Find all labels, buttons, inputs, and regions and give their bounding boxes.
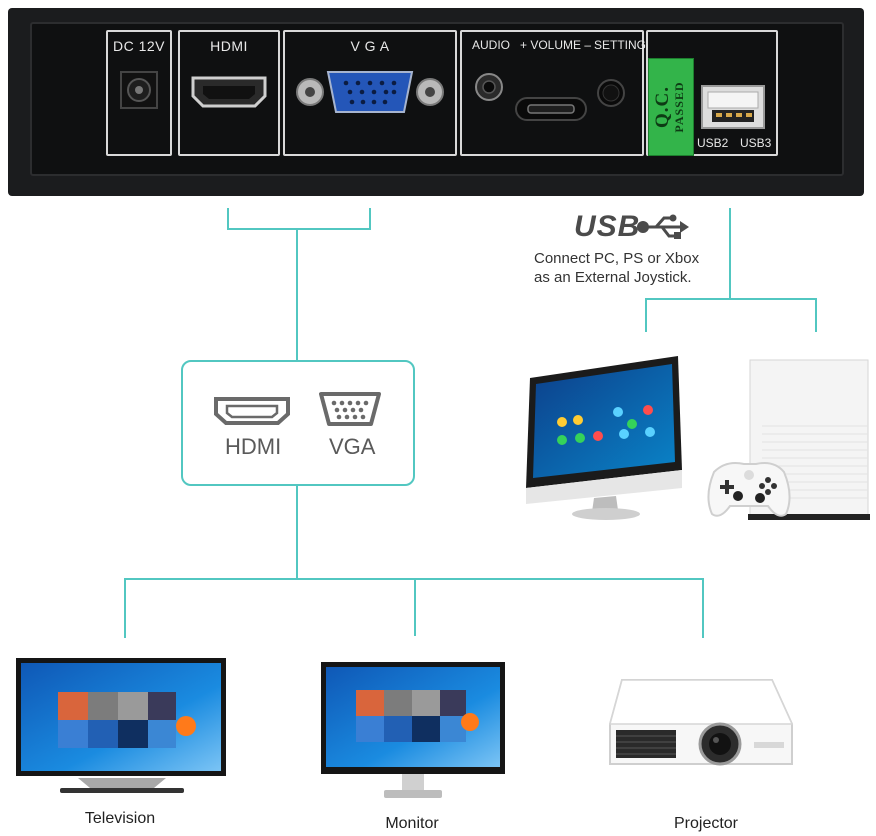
vga-socket-icon bbox=[296, 71, 444, 113]
pc-computer-image bbox=[526, 356, 682, 520]
hdmi-port-label: HDMI bbox=[210, 38, 248, 54]
connector-line bbox=[702, 578, 704, 638]
setting-label: SETTING bbox=[594, 38, 647, 52]
connector-line bbox=[815, 298, 817, 332]
dc-port-label: DC 12V bbox=[112, 38, 166, 54]
connector-line bbox=[645, 298, 647, 332]
vga-port-box: V G A bbox=[283, 30, 457, 156]
usb2-label: USB2 bbox=[697, 136, 729, 150]
vga-port-label: V G A bbox=[350, 38, 390, 54]
hdmi-socket-icon bbox=[191, 76, 267, 108]
audio-jack-icon bbox=[475, 73, 503, 101]
volume-rocker-icon[interactable] bbox=[514, 94, 588, 124]
usb-icon bbox=[637, 214, 689, 239]
qc-text: Q.C. bbox=[652, 86, 673, 128]
connector-line bbox=[124, 578, 126, 638]
usb-description: Connect PC, PS or Xbox as an External Jo… bbox=[534, 249, 734, 287]
usb-description-line2: as an External Joystick. bbox=[534, 269, 692, 286]
usb3-label: USB3 bbox=[740, 136, 772, 150]
connector-line bbox=[414, 578, 416, 636]
qc-passed-sticker: Q.C. PASSED bbox=[648, 58, 694, 156]
projector-image bbox=[609, 679, 794, 766]
dc-jack-icon bbox=[120, 71, 158, 109]
setting-button-icon[interactable] bbox=[596, 78, 626, 108]
hdmi-port-box: HDMI bbox=[178, 30, 280, 156]
connector-line bbox=[729, 208, 731, 300]
television-caption: Television bbox=[84, 810, 156, 827]
audio-label: AUDIO bbox=[472, 38, 511, 52]
connector-line bbox=[296, 482, 298, 579]
connector-line bbox=[227, 208, 229, 230]
passed-text: PASSED bbox=[672, 81, 686, 133]
video-port-card: HDMI VGA bbox=[181, 360, 415, 486]
connector-line bbox=[645, 298, 817, 300]
usb-title: USB bbox=[574, 210, 641, 243]
connector-line bbox=[227, 228, 371, 230]
hdmi-icon bbox=[214, 397, 290, 425]
connector-line bbox=[369, 208, 371, 230]
xbox-console-image bbox=[707, 359, 870, 520]
audio-controls-box: AUDIO + VOLUME – SETTING bbox=[460, 30, 647, 156]
volume-label: + VOLUME – bbox=[520, 38, 592, 52]
xbox-controller-image bbox=[707, 462, 791, 517]
monitor-image bbox=[321, 662, 505, 798]
vga-icon bbox=[319, 392, 381, 426]
television-image bbox=[16, 658, 226, 793]
hdmi-label: HDMI bbox=[225, 434, 282, 459]
usb-port-box bbox=[646, 30, 778, 156]
monitor-caption: Monitor bbox=[385, 815, 439, 832]
vga-label: VGA bbox=[329, 434, 376, 459]
connector-line bbox=[296, 228, 298, 360]
usb-socket-icon bbox=[701, 85, 765, 129]
projector-caption: Projector bbox=[673, 815, 739, 832]
usb-description-line1: Connect PC, PS or Xbox bbox=[534, 250, 700, 267]
dc-port-box: DC 12V bbox=[106, 30, 172, 156]
